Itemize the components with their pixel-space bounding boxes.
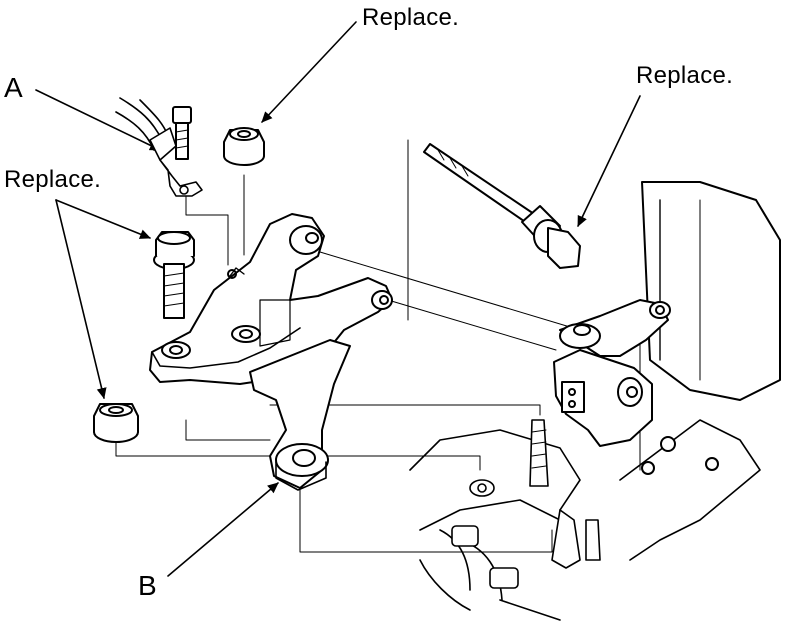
callout-replace-top: Replace. [362, 4, 460, 31]
callout-letter-a: A [4, 72, 23, 103]
right-side-mount [553, 181, 781, 561]
callout-replace-left: Replace. [4, 166, 102, 193]
through-bolt [423, 143, 581, 269]
flange-nut-left [93, 403, 139, 443]
callout-replace-right: Replace. [636, 62, 734, 89]
ground-terminal-a [115, 97, 203, 197]
callout-arrows [35, 21, 641, 577]
flange-nut-top [223, 127, 265, 166]
flange-bolt-left [153, 231, 195, 319]
lower-housing [409, 419, 601, 621]
ground-bolt [172, 106, 192, 160]
callout-letter-b: B [138, 570, 157, 601]
lower-bracket-b [249, 339, 351, 491]
